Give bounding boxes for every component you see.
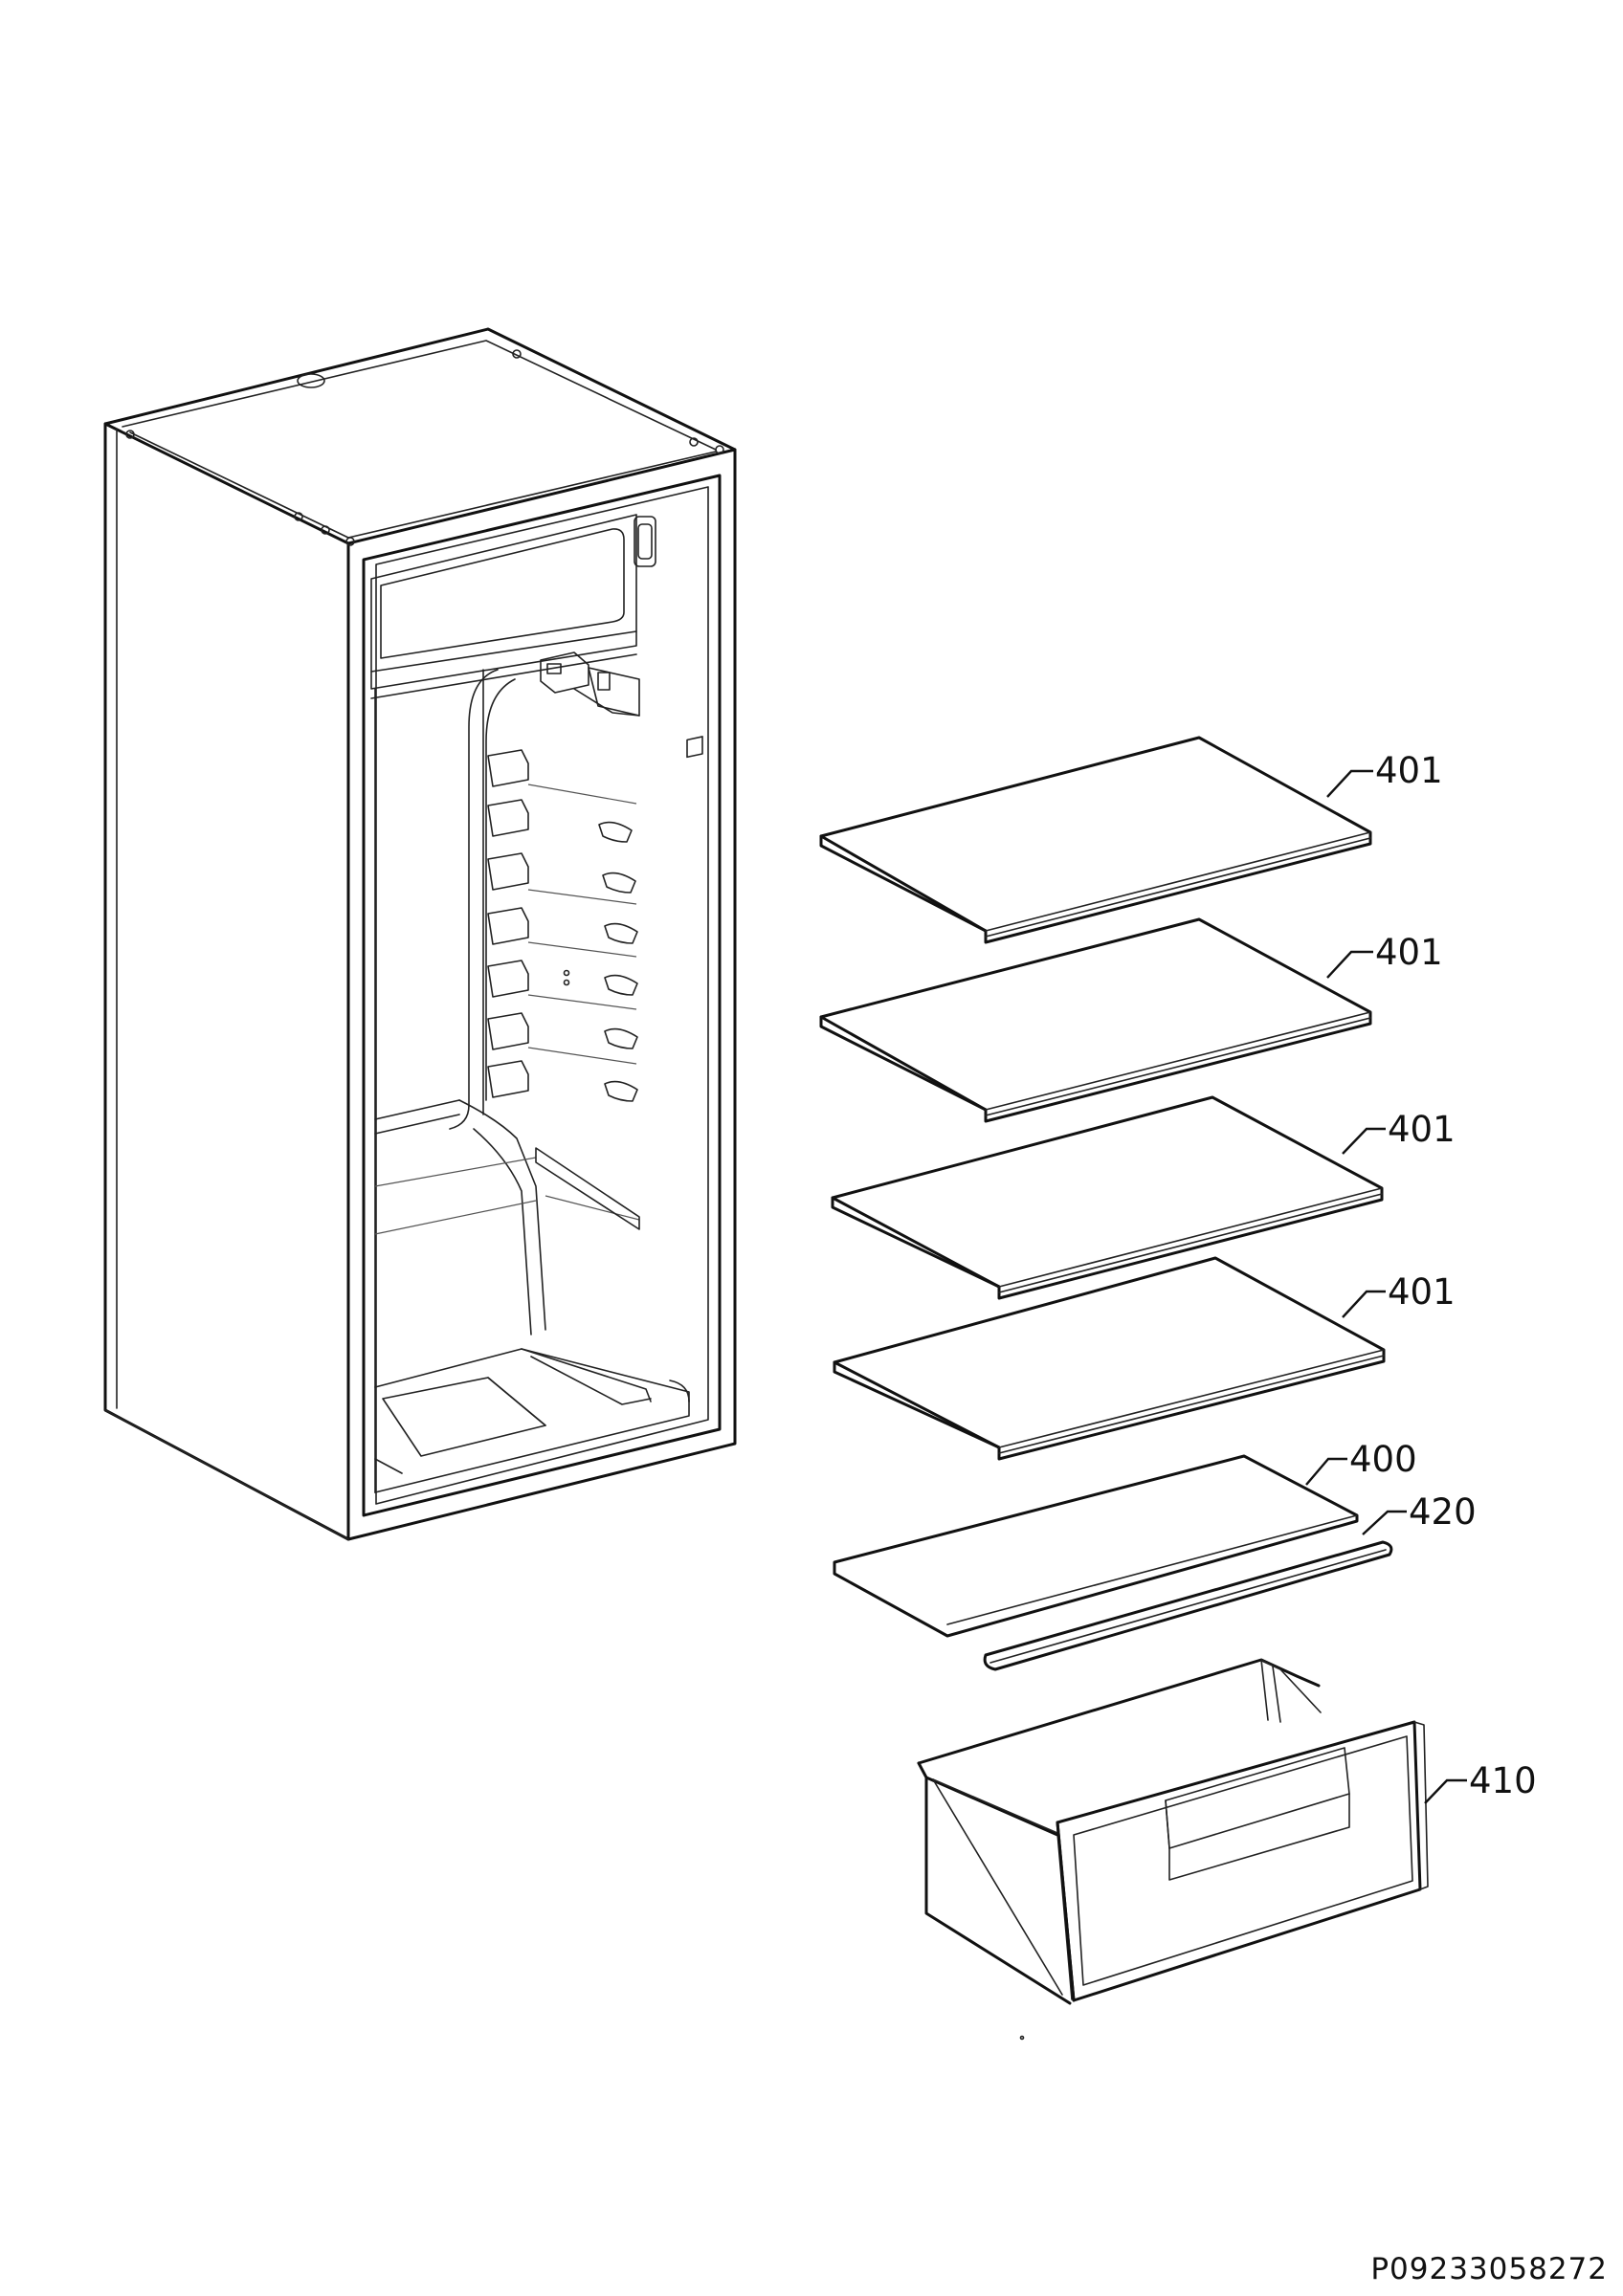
glass-shelf-2 (819, 917, 1372, 1123)
callout-401-shelf-3: 401 (1388, 1109, 1456, 1150)
crisper-drawer (917, 1658, 1429, 2041)
thermostat-control-box (540, 651, 640, 717)
callout-leaders (1305, 769, 1467, 1804)
callout-401-shelf-2: 401 (1375, 932, 1443, 973)
callout-400-crisper-cover: 400 (1349, 1439, 1417, 1480)
crisper-cover (833, 1454, 1359, 1638)
glass-shelf-3 (831, 1095, 1384, 1300)
crisper-cover-trim (983, 1540, 1393, 1671)
refrigerator-cabinet (103, 327, 737, 1541)
inner-liner (374, 669, 690, 1493)
callout-401-shelf-4: 401 (1388, 1271, 1456, 1313)
freezer-compartment (370, 514, 656, 699)
glass-shelf-4 (833, 1256, 1386, 1461)
lamp-switch (686, 736, 703, 759)
callout-420-cover-trim: 420 (1409, 1491, 1477, 1533)
shelf-supports-right (598, 821, 638, 1102)
document-number: P09233058272 (1370, 2252, 1608, 2286)
glass-shelf-1 (819, 736, 1372, 944)
shelf-supports-left (487, 749, 529, 1098)
callout-410-crisper-drawer: 410 (1469, 1760, 1537, 1801)
callout-401-shelf-1: 401 (1375, 750, 1443, 791)
